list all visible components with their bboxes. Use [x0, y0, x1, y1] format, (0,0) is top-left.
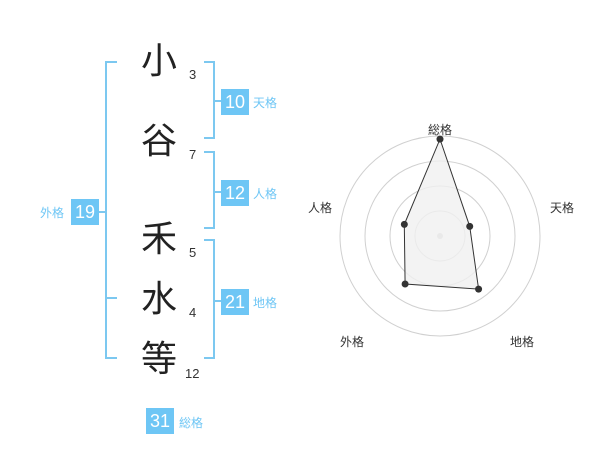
- name-char-5: 等: [140, 339, 177, 380]
- radar-point-0: [436, 135, 444, 143]
- name-char-4: 水: [140, 279, 177, 320]
- tenkaku-value: 10: [221, 89, 249, 115]
- tenkaku-label: 天格: [253, 96, 278, 110]
- name-char-1: 小: [140, 41, 177, 82]
- jinkaku-bracket: [204, 151, 215, 229]
- jinkaku-value: 12: [221, 180, 249, 206]
- stroke-count-3: 5: [189, 245, 197, 260]
- chikaku-label: 地格: [253, 296, 278, 310]
- jinkaku-label: 人格: [253, 187, 278, 201]
- gaikaku-bracket: [105, 61, 117, 359]
- radar-point-3: [401, 280, 409, 288]
- radar-point-2: [475, 285, 483, 293]
- soukaku-value: 31: [146, 408, 174, 434]
- radar-point-1: [466, 222, 474, 230]
- name-char-3: 禾: [140, 219, 177, 260]
- stroke-count-1: 3: [189, 67, 197, 82]
- radar-axis-label-soukaku: 総格: [428, 123, 453, 137]
- stroke-count-4: 4: [189, 305, 197, 320]
- name-char-2: 谷: [140, 121, 177, 162]
- stroke-count-5: 12: [185, 366, 200, 381]
- radar-polygon: [403, 137, 480, 290]
- gaikaku-label: 外格: [40, 206, 65, 220]
- radar-axis-label-tenkaku: 天格: [550, 201, 575, 215]
- radar-axis-label-jinkaku: 人格: [308, 201, 333, 215]
- radar-axis-label-chikaku: 地格: [510, 335, 535, 349]
- chikaku-bracket: [204, 239, 215, 359]
- gaikaku-value: 19: [71, 199, 99, 225]
- radar-axis-label-gaikaku: 外格: [340, 335, 365, 349]
- chikaku-value: 21: [221, 289, 249, 315]
- stroke-count-2: 7: [189, 147, 197, 162]
- soukaku-label: 総格: [179, 416, 204, 430]
- radar-point-4: [400, 220, 408, 228]
